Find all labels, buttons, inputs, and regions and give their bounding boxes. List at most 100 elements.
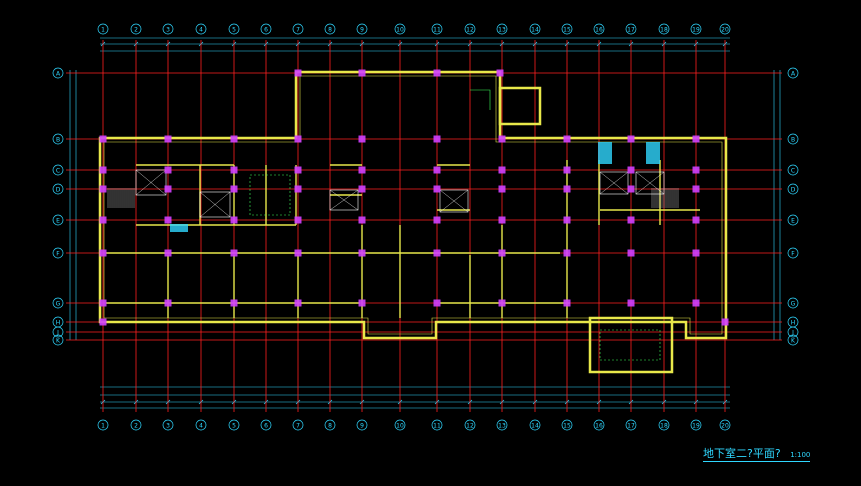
axis-bubble-top: 14 (529, 23, 541, 35)
axis-bubble-circle (52, 133, 64, 145)
axis-bubble-bottom: 6 (260, 419, 272, 431)
axis-bubble-right: B (787, 133, 799, 145)
axis-bubble-label: 13 (498, 26, 506, 33)
column (433, 69, 441, 77)
equipment-outline (599, 329, 661, 361)
axis-bubble-top: 19 (690, 23, 702, 35)
axis-bubble-top: 11 (431, 23, 443, 35)
column (294, 185, 302, 193)
axis-bubble-circle (690, 23, 702, 35)
axis-bubble-circle (464, 419, 476, 431)
axis-bubble-circle (787, 247, 799, 259)
column (294, 69, 302, 77)
axis-bubble-label: 15 (563, 26, 571, 33)
column (692, 216, 700, 224)
axis-bubble-label: 16 (595, 26, 603, 33)
interior-details (107, 89, 679, 361)
elevator-shaft (329, 189, 359, 211)
axis-bubble-circle (162, 23, 174, 35)
axis-bubble-bottom: 11 (431, 419, 443, 431)
column (164, 166, 172, 174)
fixture (646, 142, 660, 164)
axis-bubble-right: G (787, 297, 799, 309)
axis-bubble-label: 14 (531, 26, 539, 33)
axis-bubble-circle (431, 419, 443, 431)
axis-bubble-circle (292, 419, 304, 431)
axis-bubble-left: H (52, 316, 64, 328)
axis-bubble-circle (195, 419, 207, 431)
axis-bubble-circle (52, 247, 64, 259)
axis-bubble-top: 12 (464, 23, 476, 35)
axis-bubble-label: 4 (199, 26, 203, 33)
axis-bubble-right: J (787, 326, 799, 338)
axis-bubble-label: J (56, 329, 59, 336)
axis-bubble-right: D (787, 183, 799, 195)
axis-bubble-label: 8 (328, 422, 332, 429)
axis-bubble-label: 12 (466, 422, 474, 429)
axis-bubble-label: D (791, 186, 796, 193)
axis-bubble-right: K (787, 334, 799, 346)
axis-bubble-right: E (787, 214, 799, 226)
axis-bubble-circle (431, 23, 443, 35)
axis-bubble-right: C (787, 164, 799, 176)
column (496, 69, 504, 77)
column (498, 299, 506, 307)
column (433, 135, 441, 143)
axis-bubble-label: A (791, 70, 796, 77)
axis-bubble-circle (690, 419, 702, 431)
axis-bubble-label: H (56, 319, 61, 326)
column (99, 299, 107, 307)
column (433, 216, 441, 224)
axis-bubble-label: 1 (101, 422, 105, 429)
axis-bubble-right: H (787, 316, 799, 328)
axis-bubble-label: D (56, 186, 61, 193)
axis-bubble-circle (561, 419, 573, 431)
column (563, 216, 571, 224)
axis-bubble-bottom: 13 (496, 419, 508, 431)
column (692, 249, 700, 257)
axis-bubble-circle (394, 419, 406, 431)
axis-bubble-circle (324, 23, 336, 35)
axis-bubble-circle (658, 23, 670, 35)
axis-bubble-circle (97, 419, 109, 431)
axis-bubble-label: 4 (199, 422, 203, 429)
axis-bubble-circle (625, 419, 637, 431)
axis-bubble-label: F (56, 250, 60, 257)
axis-bubble-circle (162, 419, 174, 431)
axis-bubble-label: 19 (692, 26, 700, 33)
column (358, 216, 366, 224)
axis-bubble-label: 7 (296, 26, 300, 33)
axis-bubble-label: 1 (101, 26, 105, 33)
elevator-shaft (599, 171, 629, 195)
axis-bubble-bottom: 15 (561, 419, 573, 431)
axis-bubble-bottom: 5 (228, 419, 240, 431)
axis-bubble-circle (260, 419, 272, 431)
axis-bubble-top: 18 (658, 23, 670, 35)
column (294, 135, 302, 143)
column (164, 135, 172, 143)
axis-bubble-circle (496, 23, 508, 35)
column (358, 249, 366, 257)
column (563, 299, 571, 307)
axis-bubble-right: F (787, 247, 799, 259)
axis-bubble-circle (719, 419, 731, 431)
axis-bubble-bottom: 8 (324, 419, 336, 431)
structural-columns (99, 69, 729, 326)
axis-bubble-label: 12 (466, 26, 474, 33)
axis-bubble-label: 20 (721, 422, 729, 429)
axis-bubble-circle (292, 23, 304, 35)
axis-bubble-label: C (56, 167, 60, 174)
elevator-shaft (199, 191, 231, 218)
axis-bubble-bottom: 2 (130, 419, 142, 431)
drawing-title-text: 地下室二?平面? (703, 447, 781, 460)
axis-bubble-label: 3 (166, 26, 170, 33)
elevator-cross (199, 191, 231, 218)
axis-bubble-left: J (52, 326, 64, 338)
axis-bubble-circle (561, 23, 573, 35)
column (692, 185, 700, 193)
axis-bubble-label: 11 (433, 422, 441, 429)
column (164, 299, 172, 307)
column (294, 216, 302, 224)
column (99, 185, 107, 193)
axis-bubble-top: 9 (356, 23, 368, 35)
